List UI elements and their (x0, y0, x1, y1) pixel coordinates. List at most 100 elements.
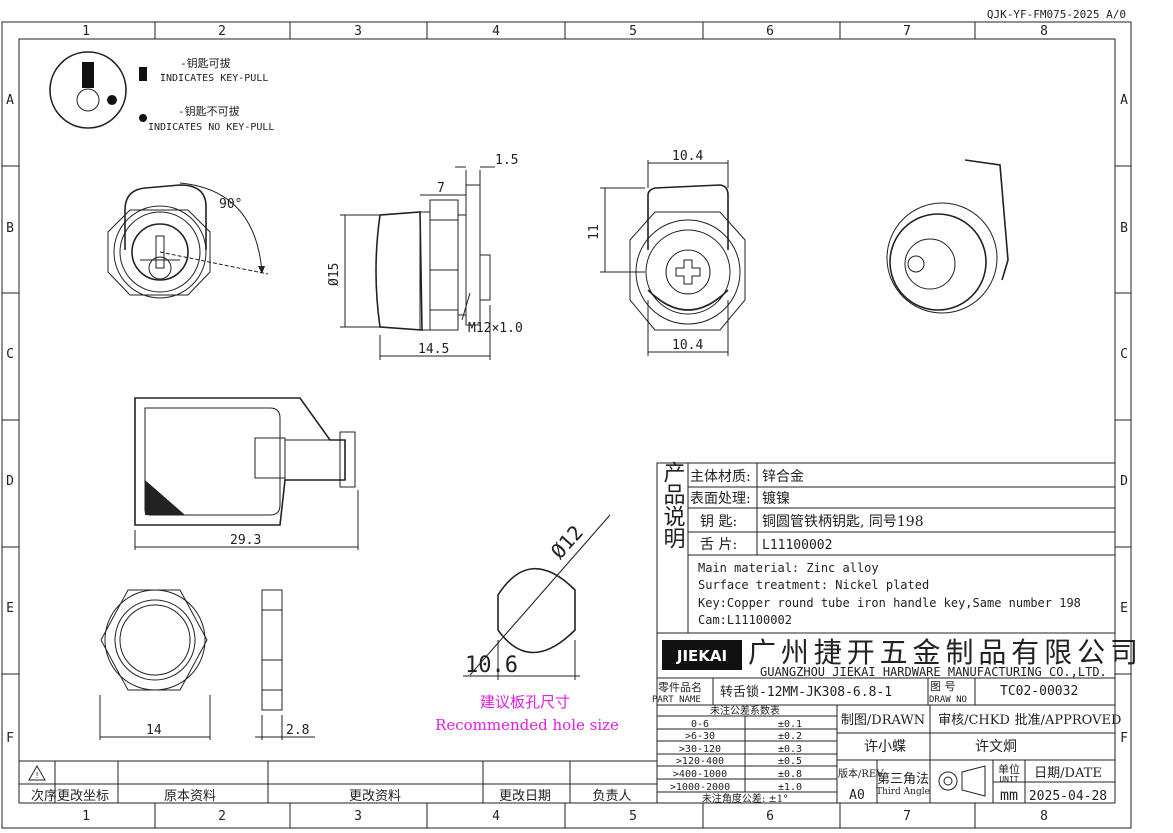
doc-code: QJK-YF-FM075-2025 A/0 (987, 8, 1126, 21)
svg-text:C: C (1120, 347, 1128, 362)
svg-text:审核/CHKD: 审核/CHKD (938, 713, 1010, 728)
svg-text:次序更改坐标: 次序更改坐标 (31, 788, 109, 804)
svg-text:INDICATES KEY-PULL: INDICATES KEY-PULL (160, 73, 268, 84)
svg-text:舌 片:: 舌 片: (700, 537, 737, 553)
company-block: JIEKAI 广州捷开五金制品有限公司 GUANGZHOU JIEKAI HAR… (656, 632, 1138, 679)
svg-text:许小蝶: 许小蝶 (864, 739, 906, 755)
svg-text:B: B (6, 221, 14, 236)
svg-text:C: C (6, 347, 14, 362)
warning-icon (28, 764, 46, 781)
revision-bar: ! 次序更改坐标 原本资料 更改资料 更改日期 负责人 (18, 760, 658, 804)
svg-text:±0.2: ±0.2 (778, 731, 802, 742)
svg-text:图 号: 图 号 (930, 680, 956, 693)
svg-text:Surface treatment: Nickel plat: Surface treatment: Nickel plated (698, 578, 929, 592)
svg-text:8: 8 (1040, 24, 1048, 39)
svg-text:D: D (1120, 474, 1128, 489)
svg-text:日期/DATE: 日期/DATE (1034, 766, 1102, 781)
svg-text:铜圆管铁柄钥匙, 同号198: 铜圆管铁柄钥匙, 同号198 (762, 514, 924, 530)
svg-text:L11100002: L11100002 (762, 538, 832, 553)
svg-text:E: E (6, 601, 14, 616)
svg-text:-钥匙不可拔: -钥匙不可拔 (178, 104, 240, 118)
svg-text:2025-04-28: 2025-04-28 (1029, 789, 1107, 804)
svg-text:TC02-00032: TC02-00032 (1000, 684, 1078, 699)
svg-text:A: A (6, 93, 14, 108)
svg-text:11: 11 (587, 224, 602, 240)
svg-text:mm: mm (1000, 786, 1018, 804)
svg-text:6: 6 (766, 24, 774, 39)
svg-text:JIEKAI: JIEKAI (676, 647, 727, 665)
key-legend: -钥匙可拔 INDICATES KEY-PULL -钥匙不可拔 INDICATE… (49, 51, 274, 133)
svg-text:F: F (1120, 731, 1128, 746)
projection-symbol (938, 771, 958, 791)
svg-text:更改日期: 更改日期 (499, 789, 551, 804)
svg-text:D: D (6, 474, 14, 489)
iso-view (886, 159, 1009, 314)
svg-text:E: E (1120, 601, 1128, 616)
svg-text:表面处理:: 表面处理: (690, 491, 751, 507)
svg-text:第三角法: 第三角法 (877, 772, 929, 787)
svg-text:A: A (1120, 93, 1128, 108)
svg-text:F: F (6, 731, 14, 746)
svg-text:Recommended hole size: Recommended hole size (435, 716, 619, 734)
svg-text:2.8: 2.8 (286, 723, 309, 738)
svg-text:1: 1 (82, 24, 90, 39)
spec-block: 产品说明 主体材质: 锌合金 表面处理: 镀镍 钥 匙: 铜圆管铁柄钥匙, 同号… (656, 461, 1116, 634)
svg-text:Key:Copper round tube iron han: Key:Copper round tube iron handle key,Sa… (698, 596, 1081, 610)
svg-text:10.4: 10.4 (672, 338, 703, 353)
key-view: 29.3 (134, 397, 359, 550)
svg-text:批准/APPROVED: 批准/APPROVED (1015, 713, 1122, 728)
svg-text:14.5: 14.5 (418, 342, 449, 357)
svg-text:±0.5: ±0.5 (778, 756, 802, 767)
svg-text:Ø12: Ø12 (546, 520, 588, 563)
svg-text:镀镍: 镀镍 (762, 490, 790, 507)
svg-text:4: 4 (492, 24, 500, 39)
svg-text:10.6: 10.6 (465, 653, 518, 678)
company-logo (662, 640, 742, 670)
nut-view: 14 2.8 (99, 589, 315, 740)
svg-text:90°: 90° (219, 197, 242, 212)
hole-view: Ø12 10.6 建议板孔尺寸 Recommended hole size (435, 514, 619, 734)
row-grid (2, 165, 1131, 675)
svg-text:29.3: 29.3 (230, 533, 261, 548)
front-view: 90° (107, 182, 269, 299)
svg-text:DRAW NO: DRAW NO (929, 695, 967, 705)
svg-text:产品说明: 产品说明 (660, 461, 686, 549)
svg-text:Third Angle: Third Angle (876, 787, 930, 797)
svg-text:7: 7 (437, 181, 445, 196)
svg-text:±0.3: ±0.3 (778, 744, 802, 755)
column-grid (154, 22, 976, 828)
svg-text:0-6: 0-6 (691, 719, 709, 730)
svg-text:版本/REV: 版本/REV (838, 767, 884, 780)
svg-text:!: ! (35, 771, 40, 780)
svg-text:±0.1: ±0.1 (778, 719, 802, 730)
svg-text:未注公差系数表: 未注公差系数表 (710, 704, 780, 717)
svg-text:>120-400: >120-400 (676, 756, 724, 767)
svg-text:许文炯: 许文炯 (975, 739, 1017, 755)
svg-text:7: 7 (903, 809, 911, 824)
svg-text:7: 7 (903, 24, 911, 39)
svg-text:转舌锁-12MM-JK308-6.8-1: 转舌锁-12MM-JK308-6.8-1 (720, 684, 892, 700)
svg-text:GUANGZHOU JIEKAI HARDWARE MANU: GUANGZHOU JIEKAI HARDWARE MANUFACTURING … (760, 665, 1107, 679)
svg-text:1: 1 (82, 809, 90, 824)
row-labels: AB CD EF AB CD EF (6, 93, 1128, 746)
svg-text:Cam:L11100002: Cam:L11100002 (698, 613, 792, 627)
svg-text:2: 2 (218, 24, 226, 39)
svg-text:6: 6 (766, 809, 774, 824)
svg-text:8: 8 (1040, 809, 1048, 824)
svg-text:>6-30: >6-30 (685, 731, 715, 742)
side-view: 1.5 7 Ø15 14.5 M12×1.0 (327, 153, 523, 360)
svg-text:INDICATES NO KEY-PULL: INDICATES NO KEY-PULL (148, 122, 274, 133)
svg-text:零件品名: 零件品名 (658, 680, 702, 694)
svg-text:2: 2 (218, 809, 226, 824)
svg-text:Ø15: Ø15 (327, 263, 342, 286)
svg-text:M12×1.0: M12×1.0 (468, 321, 523, 336)
svg-text:未注角度公差: ±1°: 未注角度公差: ±1° (702, 792, 788, 805)
svg-text:负责人: 负责人 (592, 789, 631, 804)
back-view: 10.4 11 10.4 (587, 149, 746, 356)
svg-text:1.5: 1.5 (495, 153, 518, 168)
svg-text:Main material: Zinc alloy: Main material: Zinc alloy (698, 561, 879, 575)
svg-text:±1.0: ±1.0 (778, 782, 802, 793)
svg-text:UNIT: UNIT (999, 775, 1018, 784)
